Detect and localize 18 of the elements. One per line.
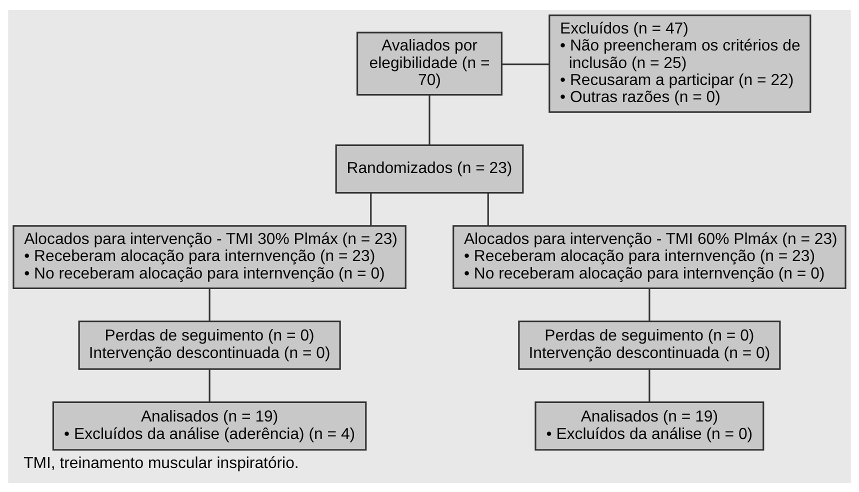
node-box: Randomizados (n = 23) [335,144,524,194]
node-box: Perdas de seguimento (n = 0) Intervenção descontinuada (n = 0) [78,320,341,370]
node-box: Avaliados por elegibilidade (n = 70) [356,31,502,96]
connector [370,192,372,225]
node-box: Alocados para intervenção - TMI 30% Plmáx (n = 23) • Receberam alocação para internvenção (n = 23) • No receberam alocação para internvenção (n = 0) [12,224,406,289]
node-box: Excluídos (n = 47) • Não preencheram os critérios de inclusão (n = 25) • Recusaram a participar (n = 22) • Outras razões (n = 0) [548,14,812,112]
node-box: Perdas de seguimento (n = 0) Intervenção descontinuada (n = 0) [518,320,781,370]
connector [502,63,550,65]
connector [208,368,210,402]
node-box: Alocados para intervenção - TMI 60% Plmáx (n = 23) • Receberam alocação para internvenção (n = 23) • No receberam alocação para internvenção (n = 0) [452,224,846,289]
node-box: Analisados (n = 19) • Excluídos da análise (aderência) (n = 4) [52,400,367,450]
connector [487,192,489,225]
connector [428,94,430,145]
connector [648,288,650,320]
caption: TMI, treinamento muscular inspiratório. [24,454,299,472]
connector [208,288,210,320]
connector [648,368,650,402]
node-box: Analisados (n = 19) • Excluídos da análise (n = 0) [534,400,764,450]
